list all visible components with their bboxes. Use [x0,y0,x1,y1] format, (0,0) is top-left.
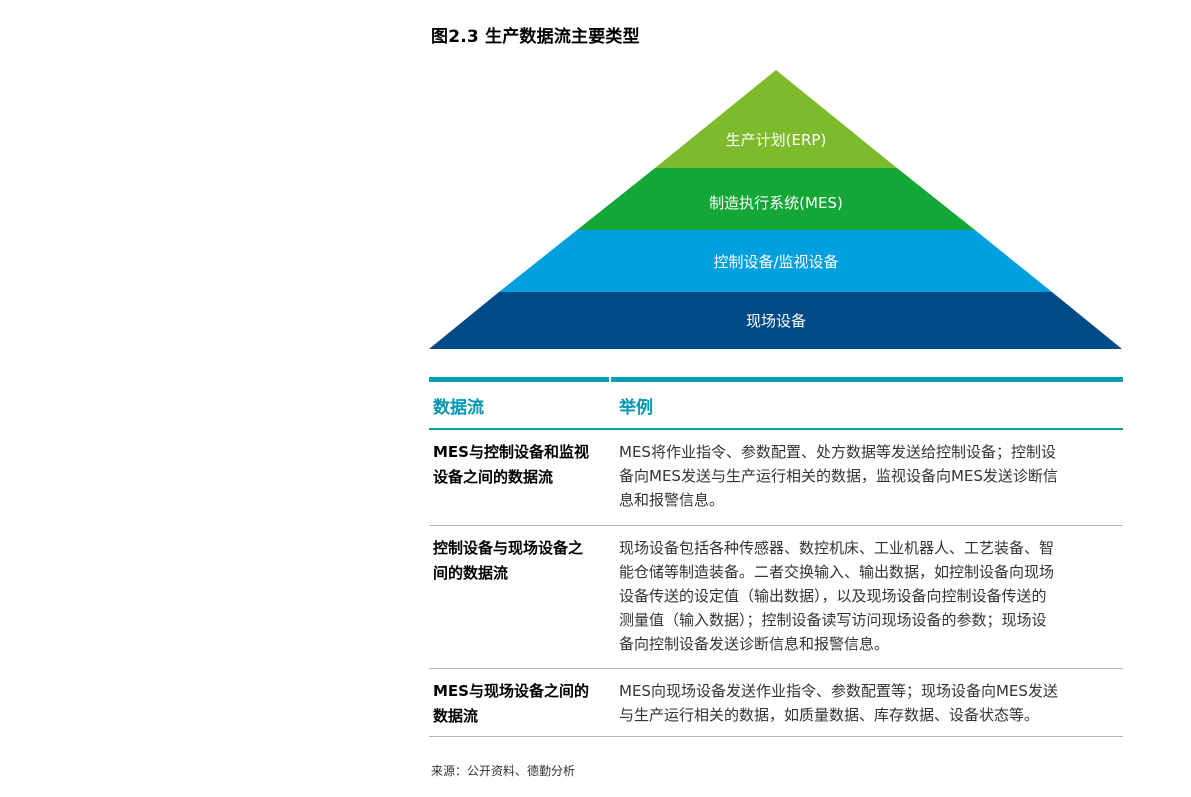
pyramid-layer-field [429,292,1122,349]
table-header: 数据流 举例 [429,382,1123,430]
flow-example: MES向现场设备发送作业指令、参数配置等；现场设备向MES发送 与生产运行相关的… [619,682,1058,724]
flow-example: 现场设备包括各种传感器、数控机床、工业机器人、工艺装备、智 能仓储等制造装备。二… [619,539,1055,653]
table-top-rule [429,377,1123,382]
header-example: 举例 [619,397,653,418]
figure-title: 图2.3 生产数据流主要类型 [431,27,640,47]
data-flow-table: 数据流 举例 MES与控制设备和监视 设备之间的数据流 MES将作业指令、参数配… [429,377,1123,737]
table-row: 控制设备与现场设备之 间的数据流 现场设备包括各种传感器、数控机床、工业机器人、… [429,526,1123,669]
header-data-flow: 数据流 [433,397,484,418]
table-row: MES与现场设备之间的 数据流 MES向现场设备发送作业指令、参数配置等；现场设… [429,669,1123,737]
pyramid-layer-erp [655,70,897,168]
source-note: 来源：公开资料、德勤分析 [431,764,576,778]
pyramid-label-mes: 制造执行系统(MES) [709,194,843,212]
pyramid-label-control: 控制设备/监视设备 [713,253,838,271]
table-row: MES与控制设备和监视 设备之间的数据流 MES将作业指令、参数配置、处方数据等… [429,430,1123,526]
pyramid-label-field: 现场设备 [746,312,806,330]
flow-name: 控制设备与现场设备之 间的数据流 [433,539,584,582]
flow-example: MES将作业指令、参数配置、处方数据等发送给控制设备；控制设 备向MES发送与生… [619,443,1058,509]
pyramid-label-erp: 生产计划(ERP) [726,131,827,149]
pyramid-layer-control [499,230,1052,292]
flow-name: MES与控制设备和监视 设备之间的数据流 [433,443,589,486]
flow-name: MES与现场设备之间的 数据流 [433,682,589,725]
pyramid-layer-mes [577,168,975,230]
